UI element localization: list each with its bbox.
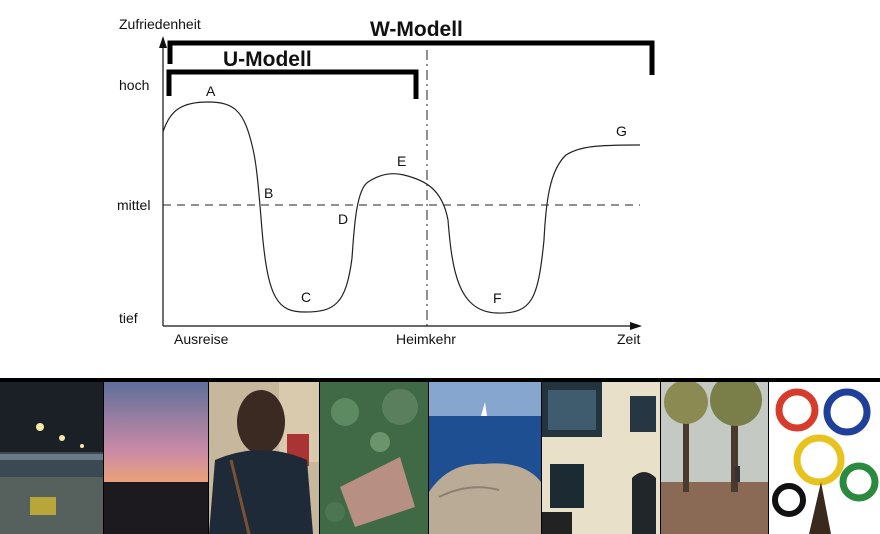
point-label-b: B [264, 185, 273, 201]
point-label-e: E [397, 153, 406, 169]
y-axis-arrow [159, 36, 167, 48]
w-modell-bracket [167, 40, 655, 75]
u-modell-title: U-Modell [223, 48, 312, 71]
photo-strip [0, 378, 880, 534]
axes [162, 42, 636, 327]
x-mark-ausreise: Ausreise [174, 331, 229, 347]
point-label-c: C [301, 289, 311, 305]
u-modell-bracket [166, 69, 419, 99]
satisfaction-curve [162, 101, 641, 314]
point-label-g: G [616, 123, 627, 139]
airport-night-photo [0, 382, 103, 534]
autumn-park-photo [661, 382, 768, 534]
sunset-sky-photo [104, 382, 208, 534]
point-label-f: F [493, 290, 502, 306]
point-label-d: D [338, 211, 348, 227]
w-modell-title: W-Modell [370, 18, 463, 41]
x-axis-title: Zeit [617, 331, 640, 347]
x-mark-heimkehr: Heimkehr [396, 331, 456, 347]
x-axis-arrow [630, 322, 642, 330]
y-axis-title: Zufriedenheit [119, 16, 201, 32]
sea-rock-sailboat-photo [429, 382, 541, 534]
building-balcony-photo [542, 382, 660, 534]
aerial-island-photo [320, 382, 428, 534]
point-label-a: A [206, 83, 216, 99]
woman-back-photo [209, 382, 319, 534]
level-mittel: mittel [117, 197, 150, 213]
level-tief: tief [119, 310, 138, 326]
level-hoch: hoch [119, 77, 149, 93]
colorful-painting-photo [769, 382, 880, 534]
satisfaction-diagram: Zufriedenheit Zeit hoch mittel tief Ausr… [117, 16, 655, 347]
